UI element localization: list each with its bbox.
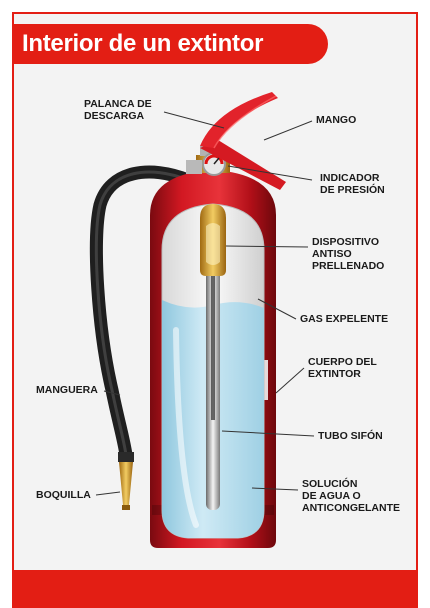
leader-mango [264, 121, 312, 140]
label-indicador-presion: INDICADOR DE PRESIÓN [320, 172, 410, 196]
label-palanca-descarga: PALANCA DE DESCARGA [84, 98, 174, 122]
label-dispositivo-antiso: DISPOSITIVO ANTISO PRELLENADO [312, 236, 408, 272]
label-cuerpo-extintor: CUERPO DEL EXTINTOR [308, 356, 404, 380]
label-gas-expelente: GAS EXPELENTE [300, 313, 410, 325]
leader-cuerpo [276, 368, 304, 393]
label-solucion: SOLUCIÓN DE AGUA O ANTICONGELANTE [302, 478, 412, 514]
nozzle [118, 452, 134, 510]
siphon-tube [206, 240, 220, 510]
label-boquilla: BOQUILLA [36, 489, 100, 501]
anti-prefill-device [200, 204, 226, 276]
label-manguera: MANGUERA [36, 384, 106, 396]
label-tubo-sifon: TUBO SIFÓN [318, 430, 408, 442]
label-mango: MANGO [316, 114, 406, 126]
